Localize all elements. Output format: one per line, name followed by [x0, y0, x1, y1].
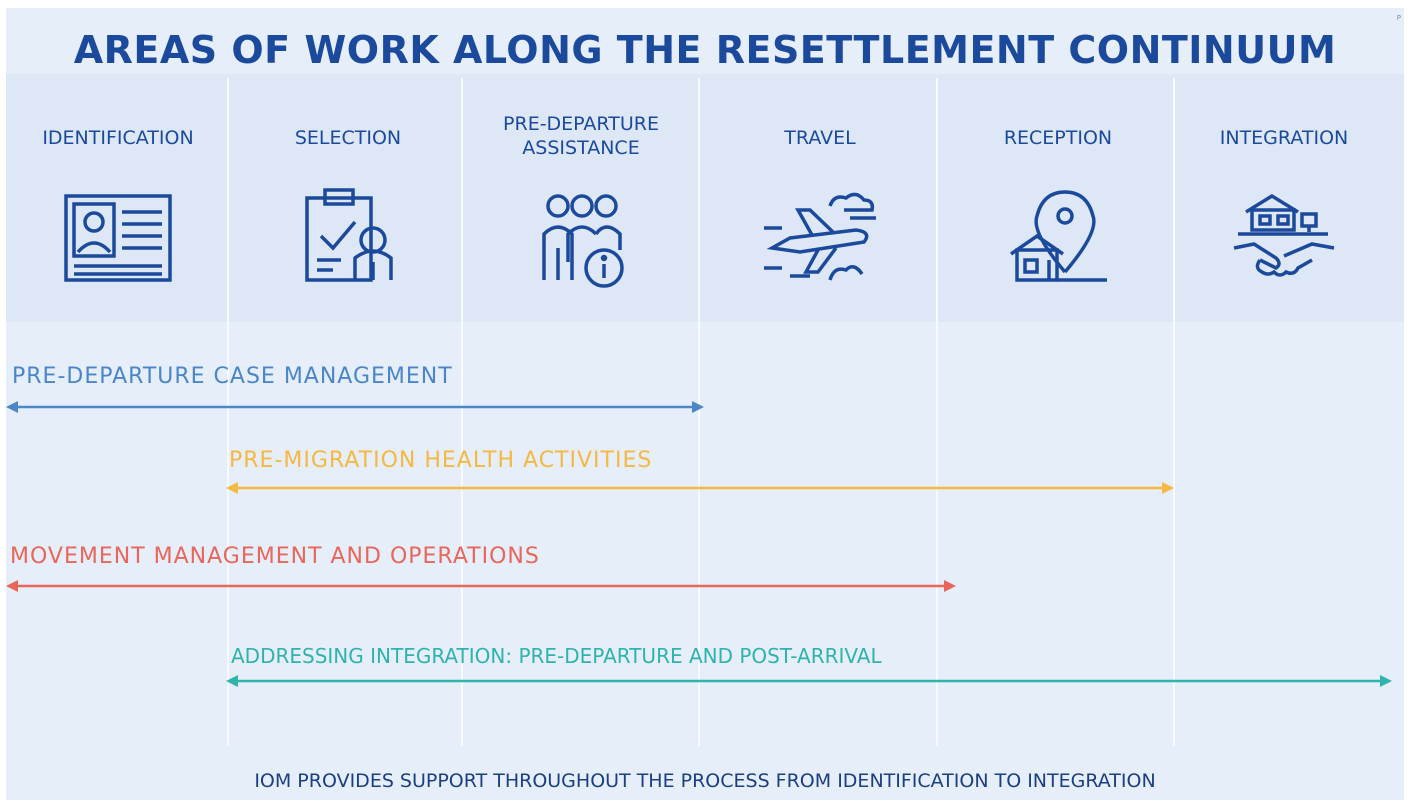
stage-label-integration: INTEGRATION	[1219, 127, 1349, 149]
stage-label-identification: IDENTIFICATION	[42, 127, 194, 149]
stage-divider	[227, 78, 229, 746]
stage-divider	[698, 78, 700, 746]
stage-divider	[1173, 78, 1175, 746]
activity-arrow-movement	[6, 580, 956, 592]
activity-label-movement: MOVEMENT MANAGEMENT AND OPERATIONS	[10, 544, 540, 569]
handshake-house-icon	[1166, 188, 1402, 288]
activity-arrow-case-management	[6, 401, 704, 413]
stage-label-selection: SELECTION	[294, 127, 402, 149]
diagram-canvas: AREAS OF WORK ALONG THE RESETTLEMENT CON…	[6, 8, 1404, 800]
people-info-icon	[466, 188, 696, 288]
stage-label-travel: TRAVEL	[784, 127, 856, 149]
stage-divider	[936, 78, 938, 746]
location-house-icon	[940, 188, 1176, 288]
corner-mark: P	[1396, 14, 1401, 22]
activity-label-health: PRE-MIGRATION HEALTH ACTIVITIES	[229, 448, 653, 473]
activity-label-case-management: PRE-DEPARTURE CASE MANAGEMENT	[12, 364, 453, 389]
diagram-title: AREAS OF WORK ALONG THE RESETTLEMENT CON…	[73, 28, 1337, 72]
clipboard-check-icon	[230, 188, 466, 288]
stages-band	[6, 74, 1404, 322]
footer-caption: IOM PROVIDES SUPPORT THROUGHOUT THE PROC…	[254, 770, 1156, 792]
activity-label-integration: ADDRESSING INTEGRATION: PRE-DEPARTURE AN…	[231, 644, 882, 668]
airplane-icon	[702, 188, 938, 288]
stage-divider	[461, 78, 463, 746]
stage-label-reception: RECEPTION	[1003, 127, 1113, 149]
id-card-icon	[6, 188, 236, 288]
activity-arrow-integration	[226, 675, 1392, 687]
activity-arrow-health	[226, 482, 1174, 494]
